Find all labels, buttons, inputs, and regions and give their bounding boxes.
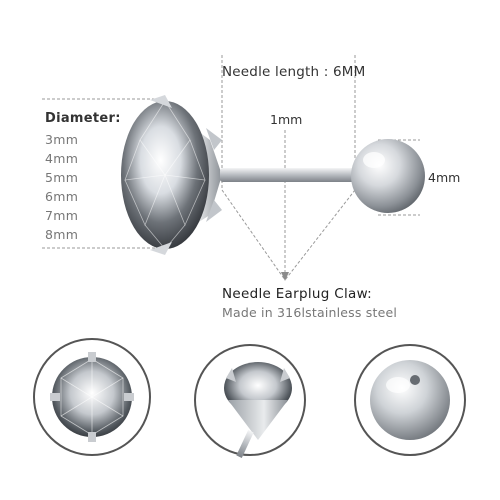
diameter-option: 5mm: [45, 170, 79, 185]
material-description: Made in 316lstainless steel: [222, 305, 398, 320]
ball-end: [351, 139, 425, 213]
gemstone-setting: [121, 95, 222, 255]
claw-title: Needle Earplug Claw:: [222, 286, 373, 302]
needle-length-label: Needle length : 6MM: [222, 64, 366, 80]
diameter-option: 4mm: [45, 151, 79, 166]
ball-size-label: 4mm: [428, 170, 461, 185]
diameter-options-list: 3mm 4mm 5mm 6mm 7mm 8mm: [45, 130, 78, 244]
needle-pin: [220, 168, 362, 182]
thumbnail-stone-top: [33, 338, 151, 456]
diameter-option: 3mm: [45, 132, 79, 147]
dimension-guides: [42, 55, 420, 281]
diameter-option: 7mm: [45, 208, 79, 223]
thumbnail-claw-side: [194, 344, 306, 458]
diameter-option: 8mm: [45, 227, 79, 242]
thumbnail-ball-closeup: [354, 344, 466, 456]
diameter-option: 6mm: [45, 189, 79, 204]
diameter-title: Diameter:: [45, 111, 121, 126]
needle-diameter-label: 1mm: [270, 112, 303, 127]
